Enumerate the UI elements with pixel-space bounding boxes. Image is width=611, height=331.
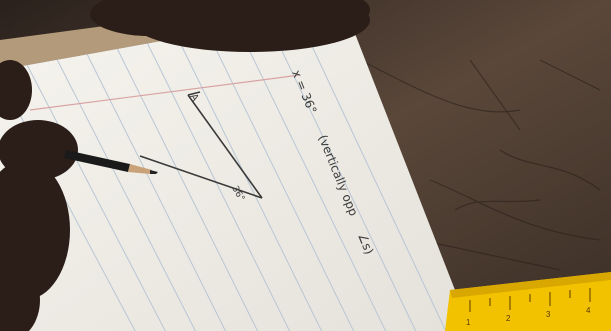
hand-left [0, 60, 78, 331]
pencil [64, 150, 158, 174]
ruler-mark-2: 2 [506, 314, 511, 323]
ruler: 1 2 3 4 [445, 272, 611, 331]
notebook-paper [0, 8, 455, 331]
ruler-mark-4: 4 [586, 306, 591, 315]
ruler-mark-1: 1 [466, 318, 471, 327]
ruler-mark-3: 3 [546, 310, 551, 319]
vertex-label: A [187, 92, 200, 104]
hand-top [90, 0, 370, 52]
table-scratches [359, 59, 601, 271]
triangle-drawing [139, 91, 263, 199]
margin-line [29, 74, 301, 111]
